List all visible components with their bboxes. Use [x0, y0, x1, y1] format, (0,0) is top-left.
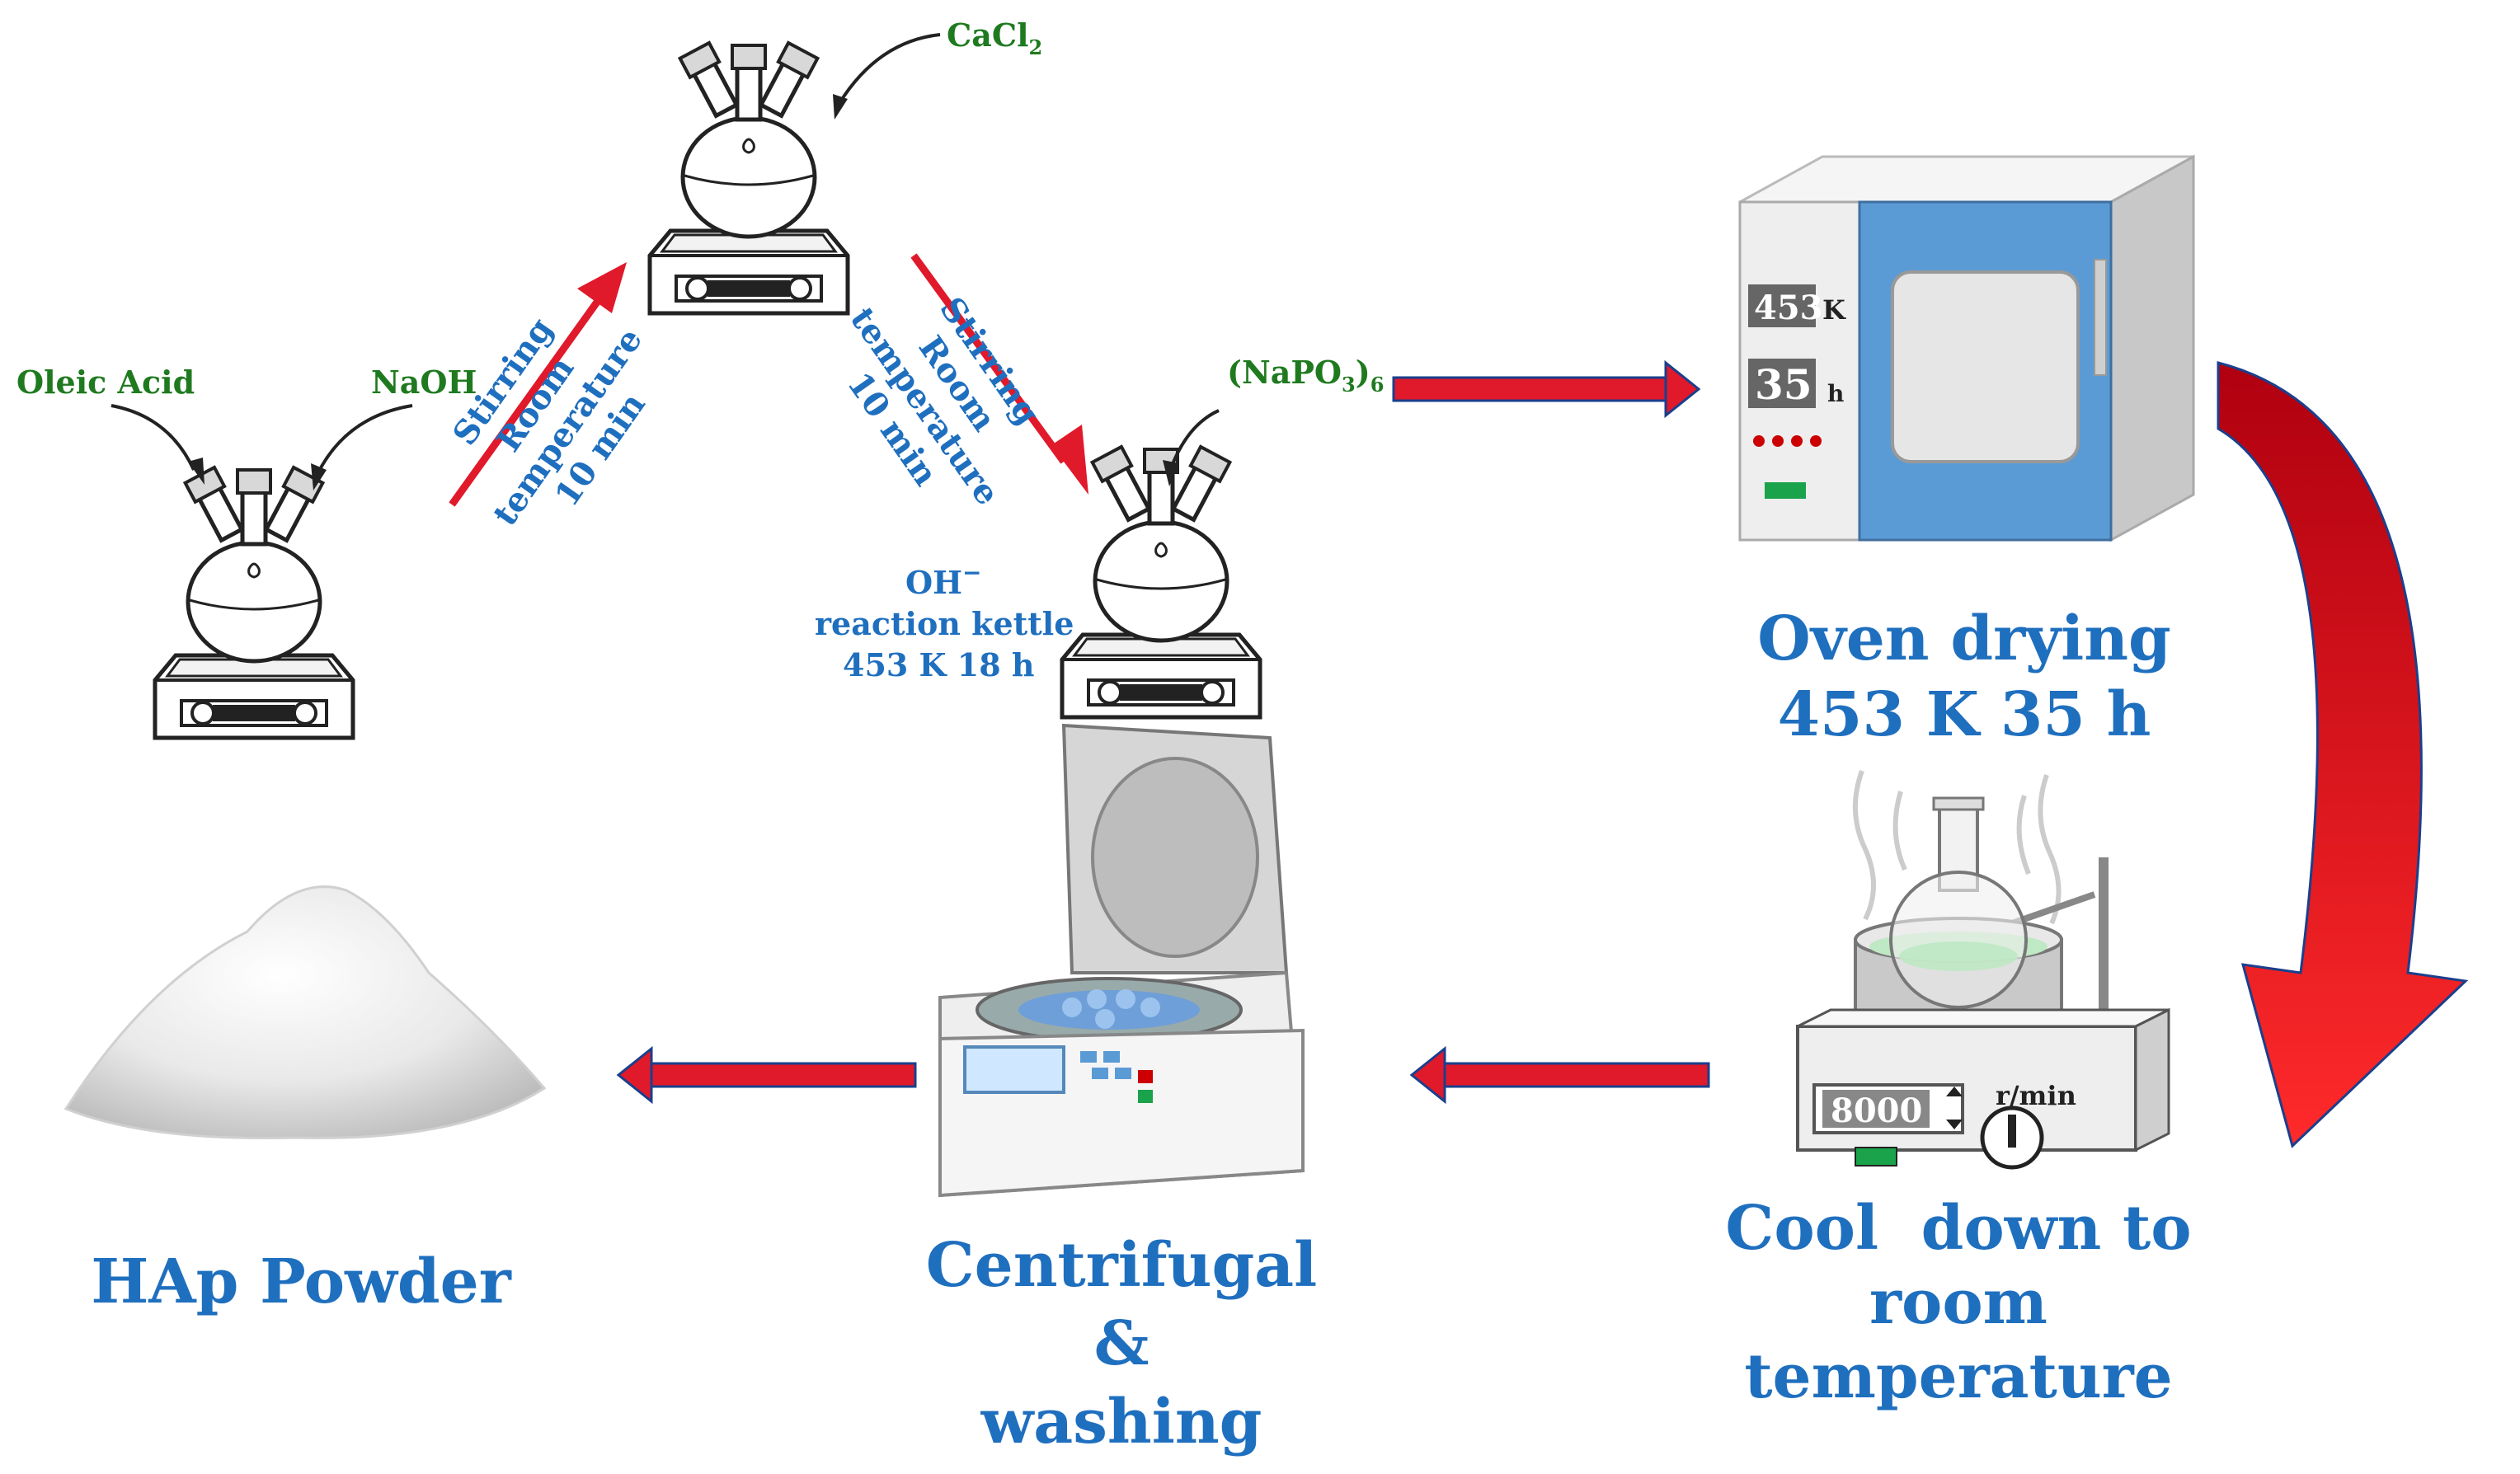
- centrifuge: [938, 723, 1305, 1198]
- reagent-arrowheads: [188, 94, 1179, 491]
- flask-hotplate-1: [155, 467, 353, 738]
- flask-hotplate-3: [1062, 447, 1260, 717]
- kettle-line3: 453 K 18 h: [843, 646, 1035, 683]
- flask-hotplate-2: [650, 43, 848, 313]
- cacl2-label: CaCl2: [947, 16, 1042, 59]
- kettle-line2: reaction kettle: [815, 605, 1074, 642]
- cool-caption-line2: room: [1869, 1267, 2048, 1338]
- cool-caption-line3: temperature: [1744, 1341, 2172, 1412]
- arrow-step1: [449, 262, 627, 507]
- arrow-to-powder: [616, 1045, 917, 1105]
- oven-caption-line1: Oven drying: [1757, 603, 2171, 674]
- arrow-step2: [910, 253, 1088, 495]
- hap-powder-pile: [63, 885, 547, 1140]
- heating-stirrer: 8000 r/min: [1796, 769, 2170, 1170]
- kettle-ion: OH−: [905, 559, 981, 601]
- stirrer-display: 8000: [1831, 1091, 1922, 1130]
- centrifuge-caption-line1: Centrifugal: [926, 1230, 1318, 1301]
- oven-time-unit: h: [1827, 380, 1844, 407]
- stirrer-unit: r/min: [1996, 1080, 2076, 1111]
- arrow-to-oven: [1392, 359, 1701, 419]
- oven-caption-line2: 453 K 35 h: [1778, 679, 2151, 750]
- drying-oven: 453 K 35 h: [1738, 154, 2195, 542]
- napo3-label: (NaPO3)6: [1227, 354, 1384, 397]
- centrifuge-caption-line3: washing: [980, 1387, 1262, 1458]
- centrifuge-caption-line2: &: [1094, 1308, 1150, 1379]
- arrow-curve-down: [2217, 361, 2469, 1148]
- cool-caption-line1: Cool down to: [1725, 1193, 2191, 1264]
- kettle-conditions: OH− reaction kettle 453 K 18 h: [815, 559, 1074, 683]
- oven-temp-value: 453: [1754, 289, 1823, 327]
- oleic-acid-label: Oleic Acid: [16, 364, 195, 401]
- naoh-label: NaOH: [371, 364, 477, 401]
- arrow-to-centrifuge: [1409, 1045, 1710, 1105]
- powder-caption: HAp Powder: [91, 1246, 511, 1317]
- oven-temp-unit: K: [1822, 294, 1846, 326]
- oven-time-value: 35: [1755, 360, 1812, 409]
- reagent-arrows: [110, 33, 1220, 475]
- step1-conditions: Stirring Room temperature 10 min: [445, 311, 653, 533]
